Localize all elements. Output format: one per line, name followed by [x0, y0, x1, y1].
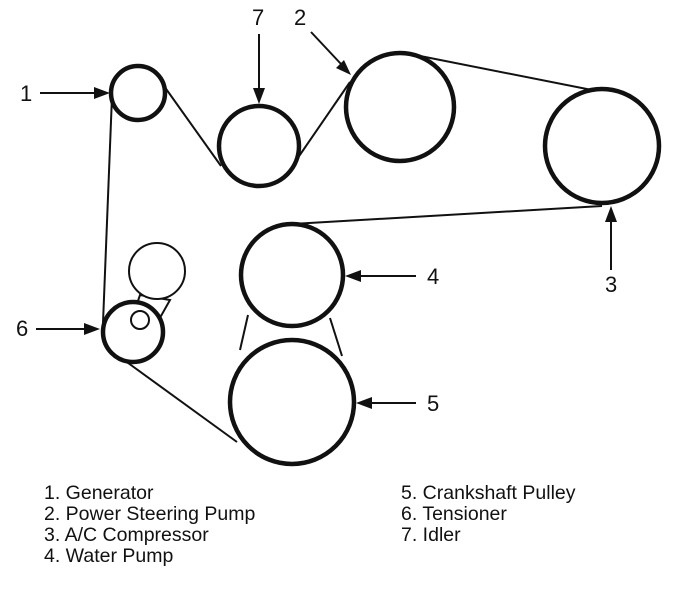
callout-arrowhead-3: [605, 206, 617, 222]
legend-item-generator: 1. Generator: [44, 482, 154, 504]
legend-item-power-steering-pump: 2. Power Steering Pump: [44, 503, 256, 525]
idler-pulley: [216, 103, 302, 189]
belt-segment-waterpump-crankshaft-right: [329, 317, 343, 357]
water-pump-pulley: [238, 221, 346, 329]
generator-pulley: [108, 63, 168, 123]
callout-label-6: 6: [16, 316, 28, 341]
crankshaft-pulley: [227, 337, 357, 467]
legend-item-ac-compressor: 3. A/C Compressor: [44, 524, 209, 546]
legend-right-column: 5. Crankshaft Pulley 6. Tensioner 7. Idl…: [401, 483, 576, 546]
power-steering-pump-pulley: [343, 50, 457, 164]
callout-3: 3: [605, 206, 617, 297]
belt-segment-compressor-waterpump: [291, 205, 603, 225]
callout-label-4: 4: [427, 264, 439, 289]
belt-segment-idler-steering: [294, 81, 351, 163]
belt-segment-crankshaft-tensioner: [123, 359, 238, 443]
callout-arrowhead-2: [336, 60, 351, 75]
belt-segment-generator-idler: [163, 85, 222, 167]
serpentine-belt: [102, 51, 603, 443]
callout-label-3: 3: [605, 272, 617, 297]
callout-label-1: 1: [20, 81, 32, 106]
belt-segment-steering-compressor: [399, 51, 603, 93]
callout-arrowhead-6: [84, 323, 100, 335]
callout-arrowhead-7: [253, 88, 265, 104]
callout-6: 6: [16, 316, 100, 341]
callout-4: 4: [345, 264, 439, 289]
tensioner-pivot: [128, 242, 186, 300]
callout-arrowhead-5: [356, 397, 372, 409]
callout-label-2: 2: [294, 5, 306, 30]
callout-arrowhead-4: [345, 270, 361, 282]
legend-item-crankshaft-pulley: 5. Crankshaft Pulley: [401, 482, 576, 504]
callout-label-5: 5: [427, 391, 439, 416]
callout-label-7: 7: [252, 5, 264, 30]
legend-item-idler: 7. Idler: [401, 524, 461, 546]
callout-arrow-2: [310, 31, 342, 65]
ac-compressor-pulley: [542, 86, 662, 206]
callout-1: 1: [20, 81, 110, 106]
tensioner-hub: [130, 310, 150, 330]
legend-left-column: 1. Generator 2. Power Steering Pump 3. A…: [44, 483, 255, 567]
callout-5: 5: [356, 391, 439, 416]
legend-item-water-pump: 4. Water Pump: [44, 545, 174, 567]
callout-7: 7: [252, 5, 265, 104]
belt-segment-waterpump-crankshaft: [239, 314, 249, 351]
tensioner-pulley: [100, 299, 166, 365]
callout-2: 2: [294, 5, 351, 75]
belt-segment-tensioner-generator: [102, 95, 113, 324]
callout-arrowhead-1: [94, 87, 110, 99]
legend-item-tensioner: 6. Tensioner: [401, 503, 507, 525]
